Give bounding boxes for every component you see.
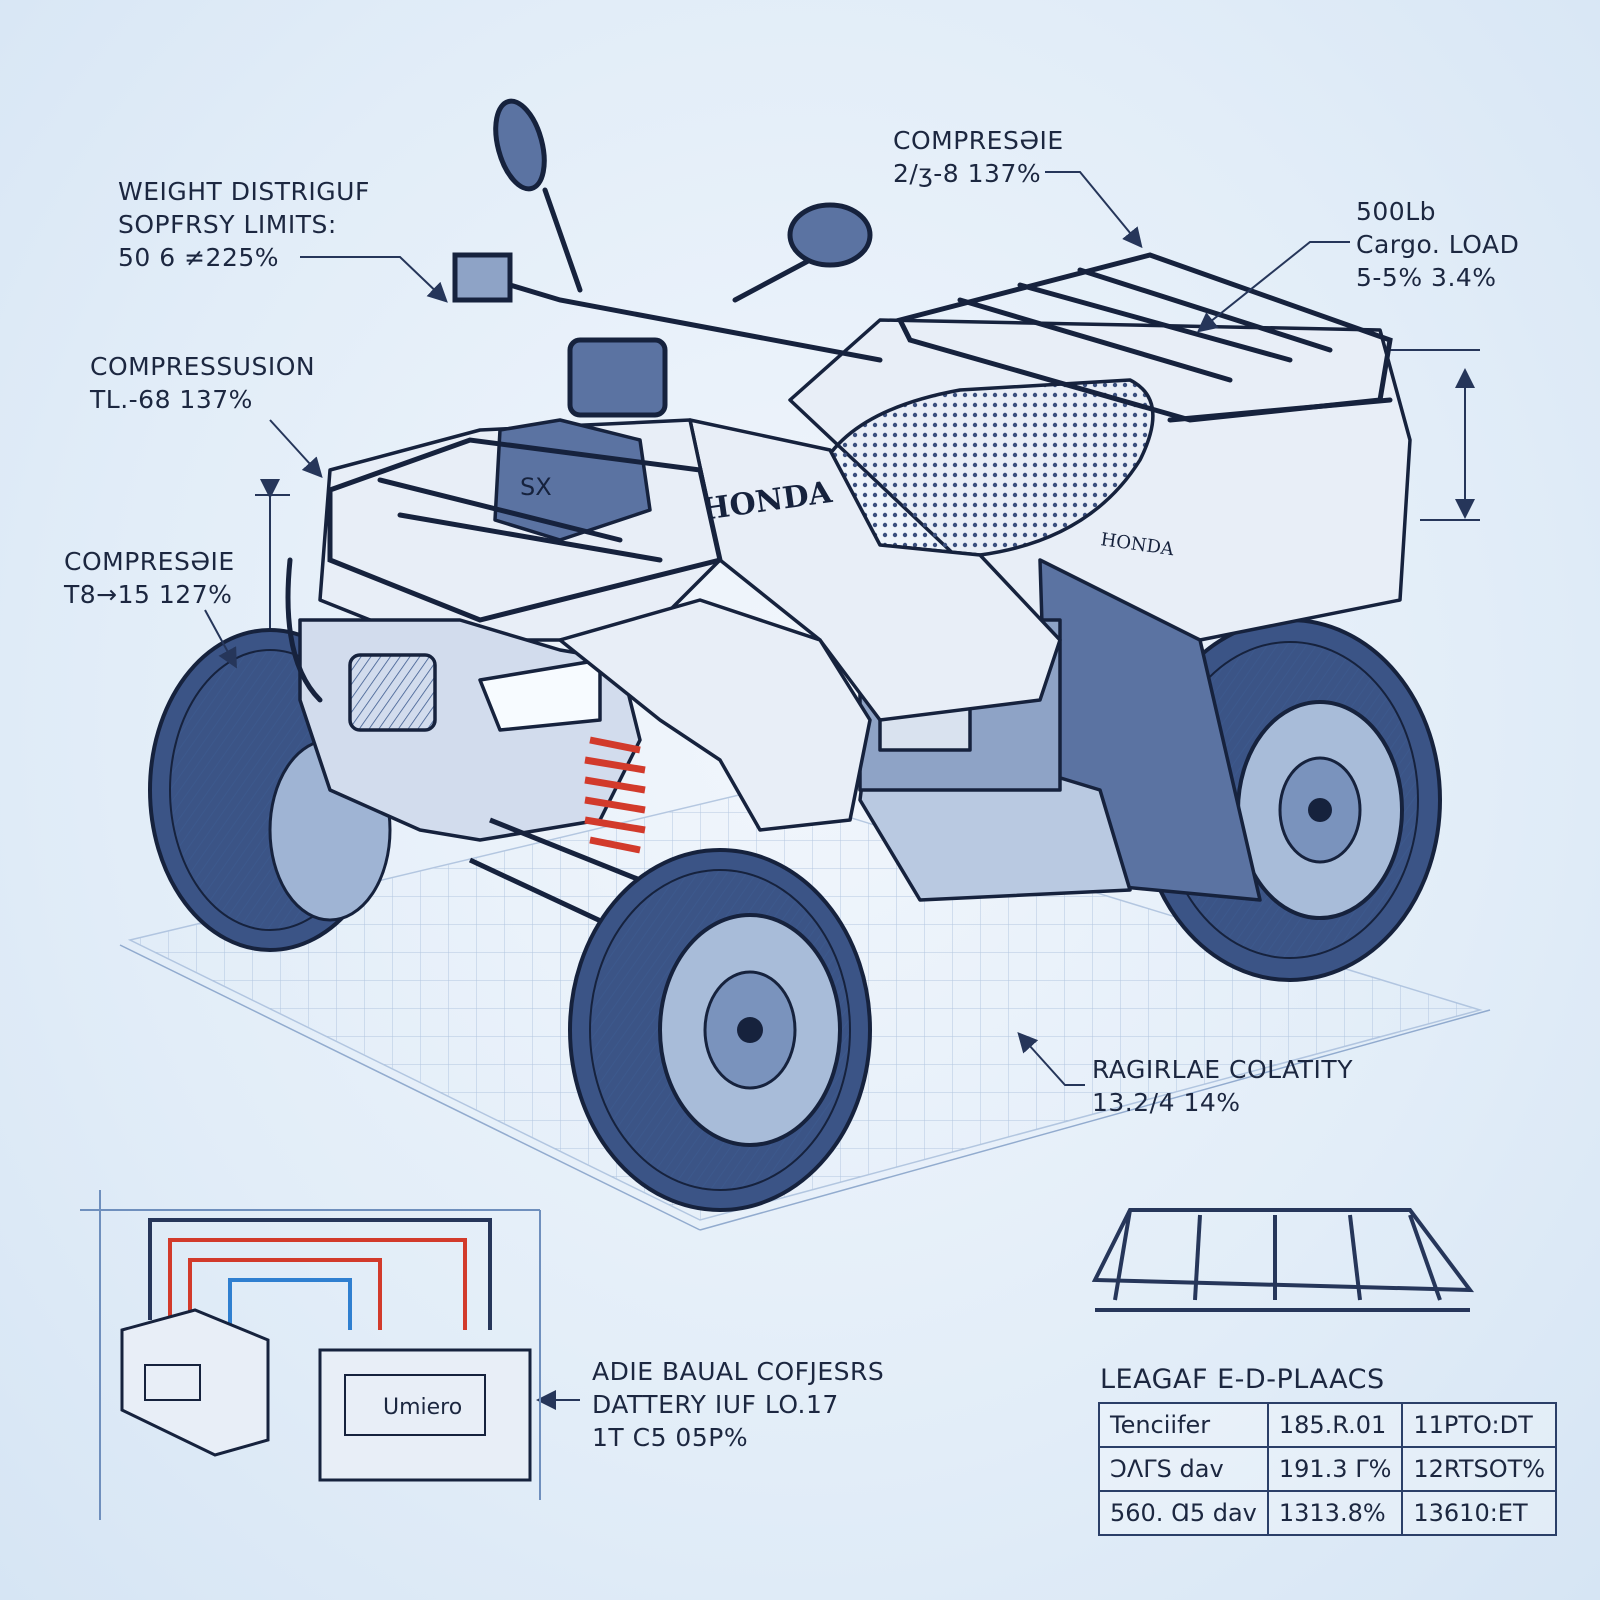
spec-table-cell: 1313.8%	[1266, 1490, 1404, 1536]
cargo-callout-line2: Cargo. LOAD	[1356, 230, 1520, 259]
cargo-load-callout: 500Lb Cargo. LOAD 5-5% 3.4%	[1356, 195, 1519, 294]
left-dimension-line	[255, 479, 290, 650]
weight-distribution-callout: WEIGHT DISTRIGUF SOPFRSY LIMITS: 50 6 ≠2…	[118, 175, 370, 274]
top-compression-line1: COMPRESƏIE	[893, 126, 1064, 155]
spec-table-cell: 13610:ET	[1401, 1490, 1558, 1536]
spec-table-title: LEAGAF E-D-PLAACS	[1100, 1364, 1385, 1395]
compressie-left-line1: COMPRESƏIE	[64, 547, 235, 576]
spec-table-cell: 191.3 Γ%	[1266, 1446, 1404, 1492]
weight-callout-line2: SOPFRSY LIMITS:	[118, 210, 337, 239]
compression-left-line2: TL.-68 137%	[90, 385, 253, 414]
spec-table-cell: 12RTSOT%	[1401, 1446, 1558, 1492]
cargo-callout-line3: 5-5% 3.4%	[1356, 263, 1497, 292]
spec-table-cell: 11PTO:DT	[1401, 1402, 1558, 1448]
battery-callout-line1: ADIE BAUAL COFJESRS	[592, 1357, 885, 1386]
weight-callout-line1: WEIGHT DISTRIGUF	[118, 177, 370, 206]
spec-table-cell: ƆΛΓS dav	[1098, 1446, 1269, 1492]
battery-callout-line3: 1T C5 05P%	[592, 1423, 749, 1452]
capacity-callout: RAGIRLAE COLATITY 13.2/4 14%	[1092, 1053, 1353, 1119]
battery-wiring-diagram: Umiero	[80, 1190, 541, 1520]
height-dimension-line	[1390, 349, 1480, 521]
rear-cargo-rack	[896, 252, 1393, 423]
weight-callout-line3: 50 6 ≠225%	[118, 243, 280, 272]
callout-leader-lines	[204, 171, 1350, 1410]
front-cargo-rack	[285, 437, 723, 703]
battery-callout-line2: DATTERY IUF LO.17	[592, 1390, 839, 1419]
top-compression-line2: 2/ʒ-8 137%	[893, 159, 1042, 188]
front-shock-spring	[584, 736, 646, 854]
battery-callout: ADIE BAUAL COFJESRS DATTERY IUF LO.17 1T…	[592, 1355, 884, 1454]
capacity-callout-line1: RAGIRLAE COLATITY	[1092, 1055, 1353, 1084]
battery-label-text: Umiero	[383, 1395, 462, 1420]
front-suspension-arm	[468, 817, 641, 933]
spec-table-cell: 560. Ɑ5 dav	[1098, 1490, 1269, 1536]
compressie-left-callout: COMPRESƏIE T8→15 127%	[64, 545, 235, 611]
cargo-callout-line1: 500Lb	[1356, 197, 1437, 226]
spec-table-cell: 185.R.01	[1266, 1402, 1404, 1448]
spec-table-cell: Tenciifer	[1098, 1402, 1269, 1448]
roof-rack-sketch	[1091, 1208, 1475, 1312]
model-badge-text: SX	[520, 473, 552, 501]
top-compression-callout: COMPRESƏIE 2/ʒ-8 137%	[893, 124, 1064, 190]
compression-left-callout: COMPRESSUSION TL.-68 137%	[90, 350, 315, 416]
capacity-callout-line2: 13.2/4 14%	[1092, 1088, 1241, 1117]
compressie-left-line2: T8→15 127%	[64, 580, 233, 609]
front-right-wheel	[568, 848, 872, 1212]
compression-left-line1: COMPRESSUSION	[90, 352, 316, 381]
handlebar-assembly	[452, 98, 883, 418]
